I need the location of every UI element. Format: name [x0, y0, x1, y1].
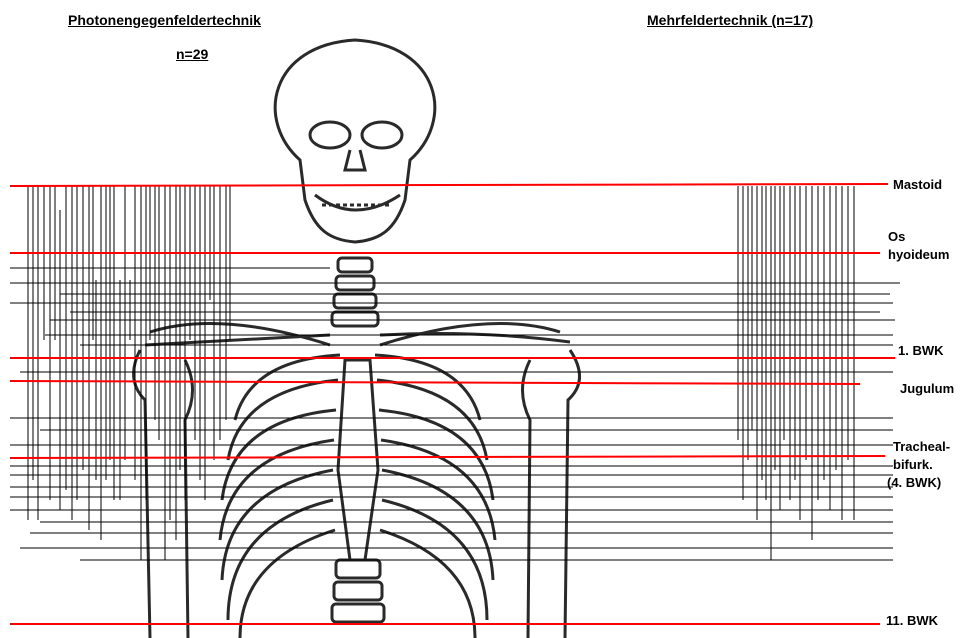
field-lines: [10, 186, 900, 560]
reference-line-mastoid: [10, 184, 888, 186]
label-os-hyoideum: Os hyoideum: [888, 228, 949, 264]
label-os-hyoideum-line1: Os: [888, 228, 949, 246]
label-tracheal-bifurcation: Tracheal- bifurk. (4. BWK): [893, 438, 950, 492]
label-11-bwk: 11. BWK: [886, 612, 938, 630]
label-tracheal-line3: (4. BWK): [887, 474, 950, 492]
left-technique-title: Photonengegenfeldertechnik: [68, 12, 261, 28]
label-mastoid: Mastoid: [893, 176, 942, 194]
label-1-bwk: 1. BWK: [898, 342, 944, 360]
label-tracheal-line2: bifurk.: [893, 456, 950, 474]
left-technique-count: n=29: [176, 46, 208, 62]
label-jugulum: Jugulum: [900, 380, 954, 398]
reference-line-jugulum: [10, 381, 860, 384]
right-technique-title: Mehrfeldertechnik (n=17): [647, 12, 813, 28]
label-os-hyoideum-line2: hyoideum: [888, 246, 949, 264]
label-tracheal-line1: Tracheal-: [893, 438, 950, 456]
